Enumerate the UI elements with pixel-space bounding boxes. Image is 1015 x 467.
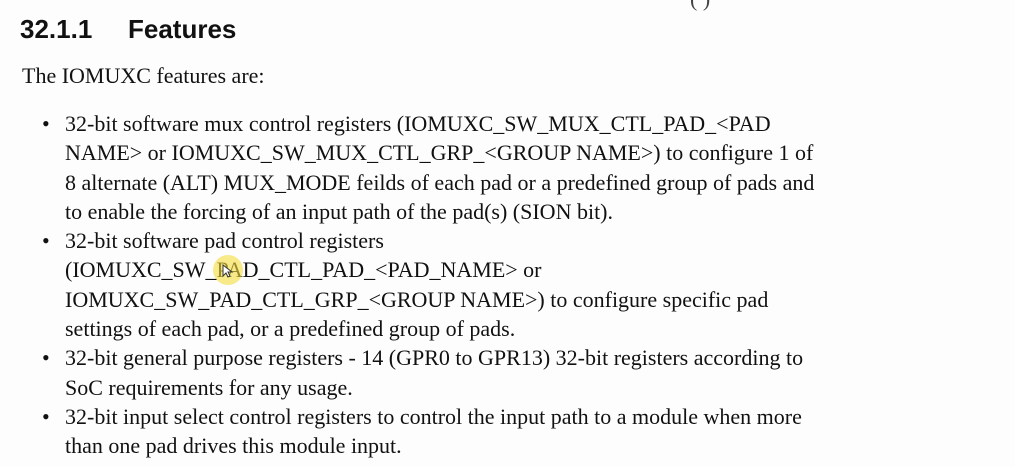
feature-item: • 32-bit general purpose registers - 14 … — [40, 343, 975, 402]
feature-line: 8 alternate (ALT) MUX_MODE feilds of eac… — [65, 169, 815, 195]
feature-line: than one pad drives this module input. — [65, 433, 402, 459]
feature-line: 32-bit input select control registers to… — [65, 403, 802, 429]
feature-item: • 32-bit input select control registers … — [40, 402, 975, 461]
section-title: Features — [128, 14, 237, 44]
bullet-icon: • — [42, 403, 50, 429]
feature-line: settings of each pad, or a predefined gr… — [65, 316, 516, 342]
section-number: 32.1.1 — [20, 14, 93, 44]
feature-list: • 32-bit software mux control registers … — [40, 109, 975, 461]
previous-page-text-fragment: ( ) — [690, 0, 710, 12]
feature-item: • 32-bit software pad control registers … — [40, 226, 975, 343]
feature-line: IOMUXC_SW_PAD_CTL_GRP_<GROUP NAME>) to c… — [65, 286, 769, 312]
bullet-icon: • — [42, 111, 50, 136]
feature-line: to enable the forcing of an input path o… — [65, 198, 614, 224]
pointer-cursor-icon — [222, 264, 234, 278]
section-heading: 32.1.1 Features — [20, 14, 236, 45]
feature-line: 32-bit software pad control registers — [65, 228, 384, 254]
feature-item: • 32-bit software mux control registers … — [40, 109, 975, 226]
feature-line: (IOMUXC_SW_PAD_CTL_PAD_<PAD_NAME> or — [65, 257, 542, 283]
feature-line: SoC requirements for any usage. — [65, 374, 353, 400]
feature-line: 32-bit general purpose registers - 14 (G… — [65, 345, 804, 371]
bullet-icon: • — [42, 345, 50, 371]
feature-line: NAME> or IOMUXC_SW_MUX_CTL_GRP_<GROUP NA… — [65, 140, 814, 166]
bullet-icon: • — [42, 228, 50, 254]
feature-line: 32-bit software mux control registers (I… — [65, 111, 771, 136]
intro-paragraph: The IOMUXC features are: — [22, 63, 265, 88]
